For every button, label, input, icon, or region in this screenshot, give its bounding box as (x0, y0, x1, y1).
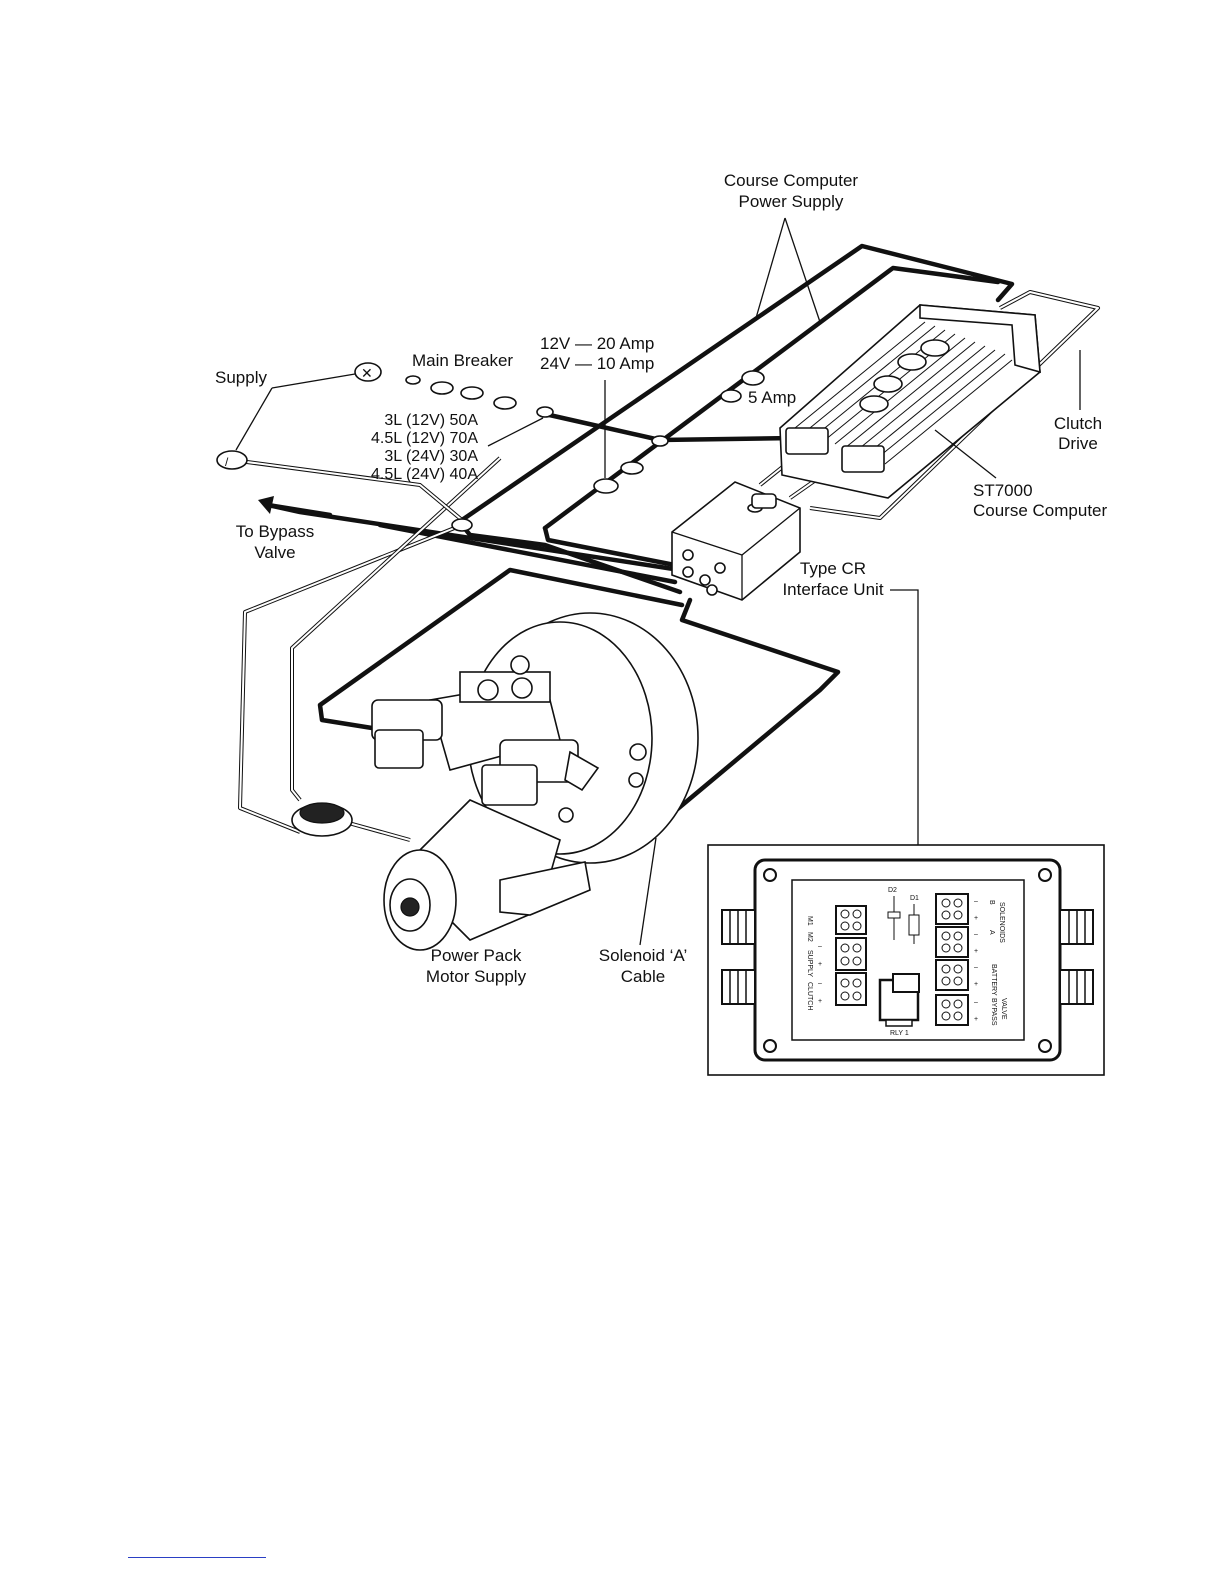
label-power-pack: Power Pack (431, 946, 522, 965)
power-pack (371, 612, 699, 951)
terminal-label-b: B (988, 900, 995, 905)
cable-gland-left-bottom (721, 969, 756, 1005)
terminal-polarity-left-4: + (818, 998, 822, 1005)
terminal-label-supply: SUPPLY (806, 950, 813, 977)
label-clutch-drive-1: Clutch (1054, 414, 1102, 433)
terminal-label-clutch: CLUTCH (806, 982, 813, 1010)
label-five-amp: 5 Amp (748, 388, 796, 407)
fuse-5-amp-icon (720, 389, 742, 403)
st7000-course-computer (779, 304, 1041, 499)
label-course-computer-power-supply-1: Course Computer (724, 171, 859, 190)
terminal-polarity-right-1: – (974, 898, 978, 905)
terminal-polarity-right-7: – (974, 999, 978, 1006)
label-motor-supply: Motor Supply (426, 967, 527, 986)
label-st7000: ST7000 (973, 481, 1033, 500)
label-clutch-drive-2: Drive (1058, 434, 1098, 453)
terminal-polarity-right-3: – (974, 931, 978, 938)
bypass-valve-cable (238, 523, 463, 834)
terminal-polarity-right-8: + (974, 1016, 978, 1023)
terminal-label-m2: M2 (806, 932, 813, 942)
supply-cable-4 (542, 525, 693, 571)
label-fuse-rating-2: 24V — 10 Amp (540, 354, 654, 373)
supply-terminal-icon (216, 450, 248, 470)
footer-rule (128, 1557, 266, 1558)
diode-components: D2 D1 (887, 887, 920, 944)
svg-text:/: / (225, 455, 229, 469)
label-type-cr: Type CR (800, 559, 866, 578)
terminal-polarity-right-4: + (974, 948, 978, 955)
bypass-valve-arrow (258, 496, 333, 518)
labels: Course Computer Power Supply Supply Main… (215, 171, 1108, 986)
label-supply: Supply (215, 368, 267, 387)
leader-lines (235, 217, 1081, 946)
terminal-polarity-left-2: + (818, 961, 822, 968)
arrow-left-icon (258, 496, 274, 514)
terminal-label-a: A (988, 930, 995, 935)
terminal-label-solenoids: SOLENOIDS (998, 902, 1005, 943)
right-terminal-blocks (935, 893, 969, 1026)
label-breaker-rating-4: 4.5L (24V) 40A (371, 466, 478, 483)
label-st7000-course-computer: Course Computer (973, 501, 1108, 520)
label-breaker-rating-2: 4.5L (12V) 70A (371, 430, 478, 447)
terminal-label-valve: VALVE (1000, 998, 1007, 1020)
cable-gland-left-top (721, 909, 756, 945)
svg-text:✕: ✕ (361, 365, 373, 381)
terminal-polarity-right-5: – (974, 964, 978, 971)
power-pack-cable-wire (317, 567, 685, 731)
type-cr-interface-unit (671, 481, 801, 601)
label-breaker-rating-3: 3L (24V) 30A (384, 448, 478, 465)
label-cable: Cable (621, 967, 665, 986)
left-terminal-blocks (835, 905, 867, 1006)
terminal-polarity-left-3: – (818, 980, 822, 987)
label-to-bypass-valve-1: To Bypass (236, 522, 314, 541)
diode-d2-label: D2 (888, 887, 897, 894)
diode-d1-label: D1 (910, 895, 919, 902)
label-to-bypass-valve-2: Valve (254, 543, 295, 562)
terminal-label-bypass: BYPASS (990, 998, 997, 1026)
cable-gland-right-bottom (1059, 969, 1094, 1005)
terminal-label-battery: BATTERY (990, 964, 997, 996)
clutch-sensor (291, 802, 353, 837)
label-interface-unit: Interface Unit (782, 580, 883, 599)
fuse-12v-20a-icon (593, 478, 619, 494)
terminal-polarity-right-6: + (974, 981, 978, 988)
label-fuse-rating-1: 12V — 20 Amp (540, 334, 654, 353)
terminal-polarity-left-1: – (818, 943, 822, 950)
power-supply-cable-outer (459, 243, 1015, 523)
terminal-polarity-right-2: + (974, 915, 978, 922)
relay-label: RLY 1 (890, 1030, 909, 1037)
label-breaker-rating-1: 3L (12V) 50A (384, 412, 478, 429)
label-course-computer-power-supply-2: Power Supply (739, 192, 844, 211)
label-solenoid-a: Solenoid ‘A’ (599, 946, 688, 965)
main-breaker-icon (354, 362, 382, 382)
relay-component: RLY 1 (878, 973, 920, 1037)
cable-gland-right-top (1059, 909, 1094, 945)
fuse-chain: ✕ / (216, 362, 765, 532)
label-main-breaker: Main Breaker (412, 351, 513, 370)
terminal-label-m1: M1 (806, 916, 813, 926)
interface-board-inset: M1 M2 SUPPLY CLUTCH – + – + D2 D1 RLY 1 (707, 844, 1105, 1076)
